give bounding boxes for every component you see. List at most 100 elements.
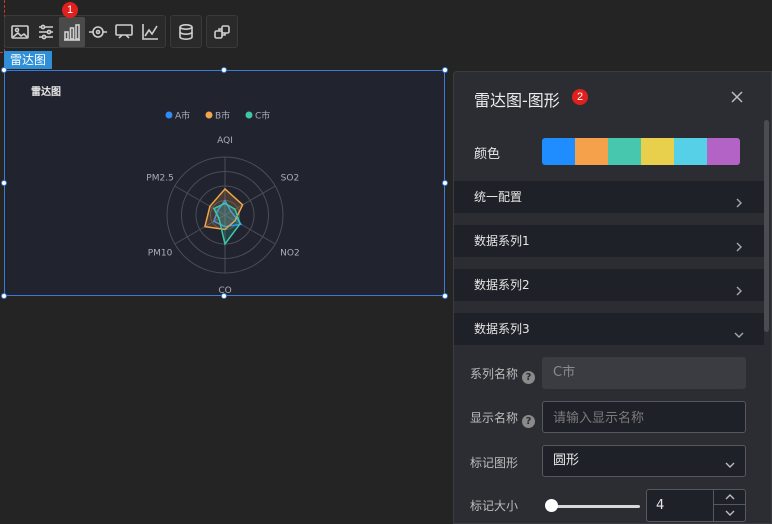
palette-swatch[interactable]	[707, 138, 740, 165]
color-label: 颜色	[474, 147, 501, 162]
chevron-right-icon	[732, 278, 746, 296]
link-icon	[214, 24, 230, 39]
section-unified-config[interactable]: 统一配置	[454, 181, 764, 213]
marker-size-slider-track[interactable]	[546, 505, 640, 508]
legend-label: C市	[255, 110, 270, 122]
chevron-right-icon	[732, 190, 746, 208]
legend-label: A市	[175, 110, 190, 122]
section-series-3[interactable]: 数据系列3	[454, 313, 764, 345]
radar-indicator-label: SO2	[281, 174, 300, 184]
database-icon	[179, 23, 193, 40]
display-name-input[interactable]	[542, 401, 746, 433]
radar-indicator-label: PM2.5	[146, 174, 174, 184]
toolbar-group-interaction	[206, 15, 238, 48]
chevron-down-icon	[723, 454, 737, 468]
radar-series-area	[203, 187, 244, 231]
palette-swatch[interactable]	[575, 138, 608, 165]
toolbar-step-badge: 1	[62, 2, 78, 18]
series-name-field: C市	[542, 357, 746, 389]
bar-chart-icon	[64, 23, 80, 41]
chart-title: 雷达图	[31, 87, 61, 98]
screen-icon	[115, 23, 133, 39]
style-settings-button[interactable]	[33, 17, 59, 47]
section-label: 数据系列2	[474, 278, 530, 292]
resize-handle-top[interactable]	[221, 67, 227, 73]
chevron-right-icon	[732, 234, 746, 252]
image-button[interactable]	[7, 17, 33, 47]
palette-swatch[interactable]	[608, 138, 641, 165]
marker-size-slider-thumb[interactable]	[544, 499, 558, 512]
radar-axis-line	[224, 214, 276, 245]
radar-axis-line	[224, 185, 276, 216]
radar-series-area	[212, 199, 243, 228]
component-label[interactable]: 雷达图	[4, 51, 53, 69]
legend-marker	[165, 111, 173, 119]
resize-handle-bottom-right[interactable]	[442, 293, 448, 299]
section-series-2[interactable]: 数据系列2	[454, 269, 764, 301]
chevron-down-icon	[725, 510, 734, 516]
help-icon[interactable]: ?	[522, 415, 536, 428]
toolbar-group-main	[4, 15, 166, 48]
chevron-down-icon	[732, 322, 746, 338]
series-name-label-text: 系列名称	[470, 367, 519, 381]
radar-indicator-label: NO2	[280, 249, 300, 259]
interaction-button[interactable]	[209, 17, 235, 47]
resize-handle-bottom-left[interactable]	[1, 293, 7, 299]
chevron-up-icon	[725, 494, 734, 500]
axis-button[interactable]	[137, 17, 163, 47]
target-icon	[89, 25, 107, 38]
image-icon	[11, 24, 29, 39]
resize-handle-top-right[interactable]	[442, 67, 448, 73]
marker-size-label: 标记大小	[470, 499, 519, 513]
data-source-button[interactable]	[173, 17, 199, 47]
legend-marker	[245, 111, 253, 119]
panel-step-badge: 2	[572, 89, 588, 105]
marker-button[interactable]	[85, 17, 111, 47]
stepper-buttons	[713, 490, 745, 521]
section-label: 统一配置	[474, 190, 523, 204]
resize-handle-top-left[interactable]	[1, 67, 7, 73]
marker-size-value[interactable]: 4	[656, 498, 665, 513]
legend-marker	[205, 111, 213, 119]
radar-axis-line	[174, 214, 226, 245]
line-chart-icon	[142, 23, 158, 40]
chart-toolbar	[4, 15, 238, 48]
property-panel: 雷达图-图形 2 颜色 统一配置 数据系列1 数据系列2 数据系列3 系列名称?…	[453, 71, 772, 524]
resize-handle-left[interactable]	[1, 180, 7, 186]
palette-swatch[interactable]	[542, 138, 575, 165]
close-icon	[731, 91, 743, 103]
help-icon[interactable]: ?	[522, 371, 536, 384]
radar-indicator-label: AQI	[217, 136, 233, 146]
radar-indicator-label: PM10	[148, 249, 173, 259]
chart-graphic-button[interactable]	[59, 16, 85, 47]
section-label: 数据系列3	[474, 322, 530, 336]
palette-swatch[interactable]	[641, 138, 674, 165]
resize-handle-bottom[interactable]	[221, 293, 227, 299]
marker-shape-label: 标记图形	[470, 456, 519, 470]
section-label: 数据系列1	[474, 234, 530, 248]
tooltip-button[interactable]	[111, 17, 137, 47]
close-button[interactable]	[729, 89, 745, 105]
panel-scrollbar[interactable]	[764, 120, 769, 332]
display-name-label-text: 显示名称	[470, 411, 519, 425]
panel-title: 雷达图-图形	[474, 91, 560, 110]
increment-button[interactable]	[714, 490, 745, 505]
section-series-1[interactable]: 数据系列1	[454, 225, 764, 257]
radar-indicator-label: CO	[218, 286, 231, 296]
marker-size-stepper[interactable]: 4	[646, 489, 746, 522]
marker-shape-value: 圆形	[553, 453, 580, 468]
color-palette-picker[interactable]	[542, 138, 740, 165]
radar-axis-line	[174, 185, 226, 216]
decrement-button[interactable]	[714, 505, 745, 520]
legend-label: B市	[215, 110, 230, 122]
display-name-label: 显示名称?	[470, 409, 536, 428]
marker-shape-select[interactable]: 圆形	[542, 445, 746, 477]
toolbar-group-data	[170, 15, 202, 48]
sliders-icon	[39, 24, 53, 39]
resize-handle-right[interactable]	[442, 180, 448, 186]
radar-series-area	[212, 202, 241, 246]
palette-swatch[interactable]	[674, 138, 707, 165]
series-name-label: 系列名称?	[470, 365, 536, 384]
